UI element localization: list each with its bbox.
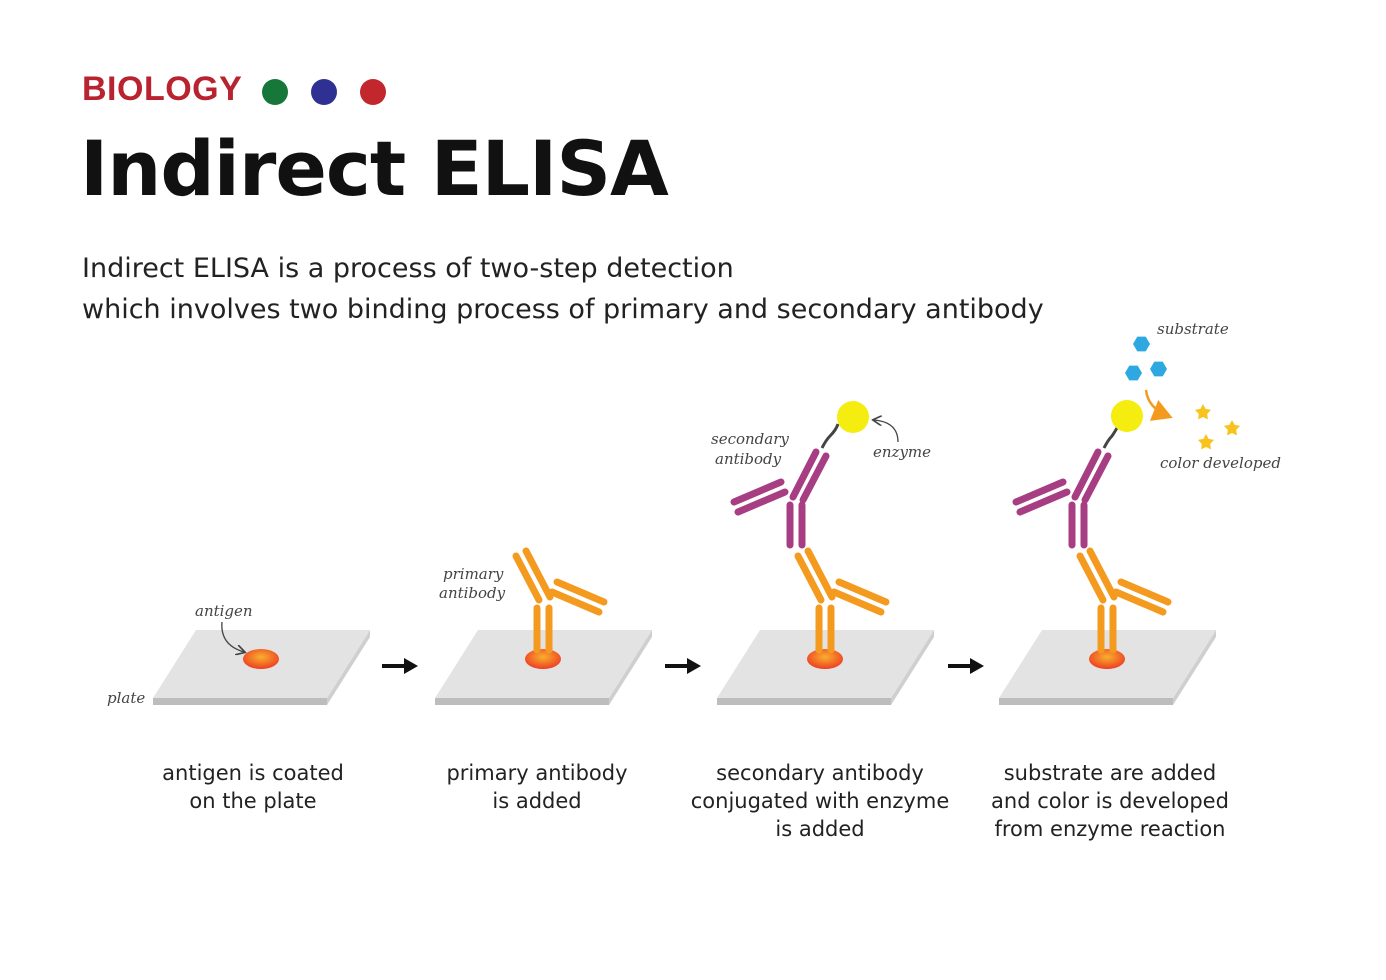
page-title: Indirect ELISA [80,124,669,213]
primary-antibody-icon [512,547,608,654]
step-caption-line: conjugated with enzyme [690,789,950,813]
step-caption-line: secondary antibody [716,761,924,785]
antigen-icon [243,649,279,669]
secondary-antibody-icon [730,448,830,549]
step-caption-line: and color is developed [991,789,1229,813]
category-label: BIOLOGY [82,70,243,108]
enzyme-icon [837,401,869,433]
arrow-right-icon [665,658,701,674]
enzyme-linker [1102,425,1120,449]
enzyme-icon [1111,400,1143,432]
substrate-icon [1125,365,1142,381]
step-caption-line: is added [775,817,865,841]
step-caption-line: substrate are added [1003,761,1217,785]
primary-antibody-icon [794,547,890,654]
primary-antibody-annotation-1: primary [443,565,504,583]
step-3-caption: secondary antibody conjugated with enzym… [670,759,970,843]
blue-dot-icon [311,79,337,105]
color-developed-icon [1194,404,1241,450]
antigen-icon [807,649,843,669]
description-line-1: Indirect ELISA is a process of two-step … [82,253,734,284]
secondary-antibody-annotation-1: secondary [711,430,789,448]
enzyme-annotation: enzyme [873,443,931,461]
substrate-annotation: substrate [1157,320,1229,338]
green-dot-icon [262,79,288,105]
enzyme-linker [820,423,840,449]
annotation-arrow-icon [221,621,244,652]
primary-antibody-icon [1076,547,1172,654]
primary-antibody-annotation-2: antibody [439,584,506,602]
reaction-arrow-icon [1144,389,1173,421]
step-caption-line: from enzyme reaction [994,817,1226,841]
red-dot-icon [360,79,386,105]
arrow-right-icon [948,658,984,674]
antigen-icon [1089,649,1125,669]
secondary-antibody-annotation-2: antibody [715,450,782,468]
step-1-caption: antigen is coated on the plate [103,759,403,815]
antigen-icon [525,649,561,669]
substrate-icon [1150,361,1167,377]
step-caption-line: on the plate [189,789,317,813]
step-4-caption: substrate are added and color is develop… [960,759,1260,843]
step-caption-line: is added [492,789,582,813]
step-2-caption: primary antibody is added [387,759,687,815]
substrate-icon [1133,336,1150,352]
plate-annotation: plate [107,689,145,707]
description-line-2: which involves two binding process of pr… [82,294,1044,325]
arrow-right-icon [382,658,418,674]
step-caption-line: primary antibody [446,761,628,785]
antigen-annotation: antigen [195,602,253,620]
color-developed-annotation: color developed [1160,454,1281,472]
annotation-arrow-icon [874,420,899,443]
step-caption-line: antigen is coated [162,761,344,785]
secondary-antibody-icon [1012,448,1112,549]
